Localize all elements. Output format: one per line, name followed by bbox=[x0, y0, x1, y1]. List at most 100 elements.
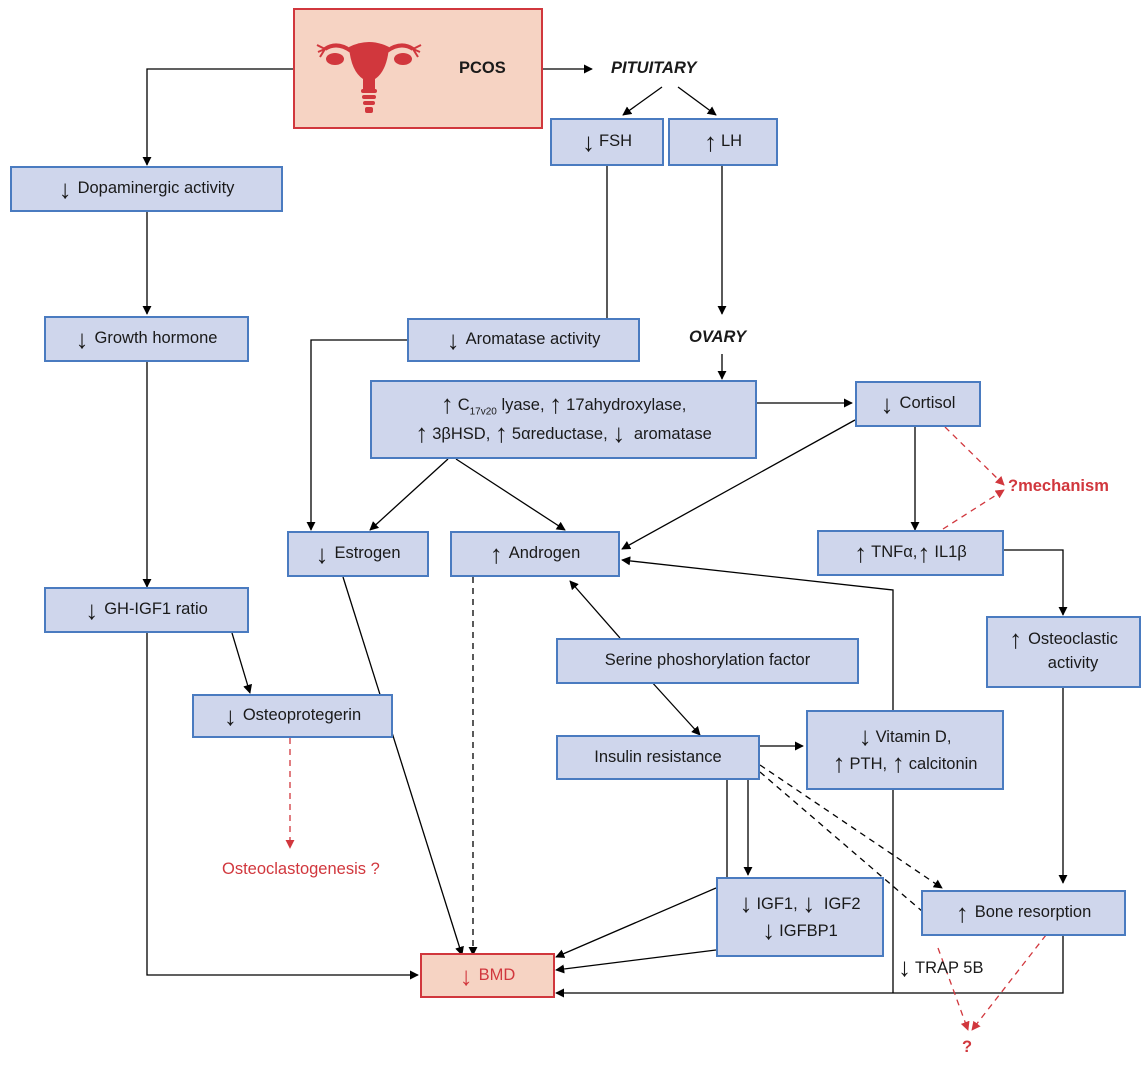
down-arrow-icon: ↓ bbox=[446, 325, 460, 355]
down-arrow-icon: ↓ bbox=[802, 887, 816, 918]
cortisol-box: ↓ Cortisol bbox=[855, 381, 981, 427]
aromatase-activity-label: Aromatase activity bbox=[465, 330, 601, 349]
insulin-resistance-label: Insulin resistance bbox=[594, 747, 722, 766]
down-arrow-icon: ↓ bbox=[739, 887, 753, 918]
serine-label: Serine phoshorylation factor bbox=[604, 651, 811, 670]
igfbp1-label: IGFBP1 bbox=[779, 922, 838, 940]
bmd-box: ↓BMD bbox=[420, 953, 555, 998]
fsh-box: ↓FSH bbox=[550, 118, 664, 166]
osteoprotegerin-box: ↓ Osteoprotegerin bbox=[192, 694, 393, 738]
cortisol-label: Cortisol bbox=[899, 394, 956, 413]
connector-enzymes-estrogen bbox=[369, 458, 449, 531]
dopaminergic-box: ↓Dopaminergic activity bbox=[10, 166, 283, 212]
down-arrow-icon: ↓ bbox=[612, 418, 626, 449]
androgen-label: Androgen bbox=[508, 544, 581, 563]
pth-label: PTH, bbox=[849, 755, 892, 773]
up-arrow-icon: ↑ bbox=[1009, 624, 1023, 654]
vitamin-d-box: ↓Vitamin D, ↑PTH, ↑calcitonin bbox=[806, 710, 1004, 790]
connector-serine-androgen bbox=[569, 580, 621, 639]
tnf-label: TNFα, bbox=[871, 543, 918, 562]
connector-enzymes-androgen bbox=[455, 458, 566, 531]
androgen-box: ↑ Androgen bbox=[450, 531, 620, 577]
vitamin-d-label: Vitamin D, bbox=[875, 727, 952, 746]
connector-trap-question bbox=[937, 947, 970, 1031]
up-arrow-icon: ↑ bbox=[415, 418, 429, 449]
down-arrow-icon: ↓ bbox=[762, 915, 776, 945]
estrogen-box: ↓ Estrogen bbox=[287, 531, 429, 577]
connector-vitd-androgen bbox=[621, 556, 894, 710]
connector-insulin-trap bbox=[759, 771, 945, 931]
connector-tnf-mechanism bbox=[942, 489, 1005, 530]
down-arrow-icon: ↓ bbox=[75, 324, 89, 354]
connector-pituitary-lh bbox=[677, 86, 717, 116]
growth-hormone-box: ↓ Growth hormone bbox=[44, 316, 249, 362]
up-arrow-icon: ↑ bbox=[440, 388, 454, 419]
enzymes-box: ↑C17v20 lyase, ↑17ahydroxylase, ↑3βHSD, … bbox=[370, 380, 757, 459]
up-arrow-icon: ↑ bbox=[489, 539, 503, 569]
down-arrow-icon: ↓ bbox=[858, 720, 872, 751]
serine-box: Serine phoshorylation factor bbox=[556, 638, 859, 684]
up-arrow-icon: ↑ bbox=[891, 748, 905, 778]
osteoclastic-text: Osteoclastic activity bbox=[1028, 628, 1118, 676]
pth-calcitonin-line: ↑PTH, ↑calcitonin bbox=[833, 750, 978, 777]
connector-tnf-osteoclastic bbox=[1004, 549, 1068, 616]
connector-pcos-dopaminergic bbox=[142, 68, 293, 166]
up-arrow-icon: ↑ bbox=[955, 898, 969, 928]
ovary-label: OVARY bbox=[689, 328, 747, 346]
pituitary-label: PITUITARY bbox=[611, 59, 697, 77]
bone-resorption-label: Bone resorption bbox=[974, 903, 1092, 922]
igf-line-2: ↓IGFBP1 bbox=[762, 917, 838, 944]
osteoclastic-line-1: Osteoclastic bbox=[1028, 630, 1118, 649]
up-arrow-icon: ↑ bbox=[549, 388, 563, 419]
uterus-icon bbox=[316, 41, 422, 113]
gh-igf1-ratio-box: ↓GH-IGF1 ratio bbox=[44, 587, 249, 633]
c-label: C bbox=[457, 395, 470, 414]
question-mark-label: ? bbox=[962, 1038, 973, 1056]
estrogen-label: Estrogen bbox=[334, 544, 401, 563]
up-arrow-icon: ↑ bbox=[917, 538, 931, 568]
reductase-label: 5αreductase, bbox=[511, 425, 613, 444]
down-arrow-icon: ↓ bbox=[582, 127, 595, 157]
connector-ghigf1-bmd bbox=[146, 633, 419, 980]
insulin-resistance-box: Insulin resistance bbox=[556, 735, 760, 780]
connector-igf-bmd-2 bbox=[555, 949, 717, 974]
vitamin-d-line: ↓Vitamin D, bbox=[859, 723, 952, 750]
up-arrow-icon: ↑ bbox=[854, 538, 868, 568]
calcitonin-label: calcitonin bbox=[908, 755, 978, 773]
tnf-il1b-box: ↑TNFα, ↑ IL1β bbox=[817, 530, 1004, 576]
dopaminergic-label: Dopaminergic activity bbox=[77, 179, 235, 198]
osteoprotegerin-label: Osteoprotegerin bbox=[242, 706, 362, 725]
bone-resorption-box: ↑ Bone resorption bbox=[921, 890, 1126, 936]
down-arrow-icon: ↓ bbox=[85, 595, 99, 625]
trap-5b-label: ↓TRAP 5B bbox=[898, 954, 983, 980]
down-arrow-icon: ↓ bbox=[315, 539, 329, 569]
enzymes-line-1: ↑C17v20 lyase, ↑17ahydroxylase, bbox=[441, 391, 687, 420]
pcos-box: PCOS bbox=[293, 8, 543, 129]
il1b-label: IL1β bbox=[934, 543, 967, 562]
aromatase-label: aromatase bbox=[629, 425, 712, 444]
connector-cortisol-androgen bbox=[621, 419, 856, 550]
connector-igf-bmd-1 bbox=[555, 887, 717, 958]
down-arrow-icon: ↓ bbox=[898, 952, 911, 982]
fsh-label: FSH bbox=[599, 132, 632, 151]
connector-resorption-question bbox=[971, 934, 1047, 1031]
aromatase-activity-box: ↓ Aromatase activity bbox=[407, 318, 640, 362]
mechanism-label: ?mechanism bbox=[1008, 477, 1109, 495]
igf-box: ↓IGF1, ↓ IGF2 ↓IGFBP1 bbox=[716, 877, 884, 957]
lyase-label: lyase, bbox=[496, 395, 550, 414]
bmd-label: BMD bbox=[478, 965, 516, 984]
down-arrow-icon: ↓ bbox=[880, 389, 894, 419]
hydroxylase-label: 17ahydroxylase, bbox=[566, 395, 687, 414]
up-arrow-icon: ↑ bbox=[832, 748, 846, 778]
connector-aromatase-estrogen bbox=[306, 339, 407, 531]
lh-label: LH bbox=[720, 132, 743, 151]
down-arrow-icon: ↓ bbox=[223, 701, 237, 731]
osteoclastic-activity-box: ↑ Osteoclastic activity bbox=[986, 616, 1141, 688]
hsd-label: 3βHSD, bbox=[432, 425, 495, 444]
lh-box: ↑LH bbox=[668, 118, 778, 166]
up-arrow-icon: ↑ bbox=[703, 127, 717, 157]
growth-hormone-label: Growth hormone bbox=[94, 329, 218, 348]
enzymes-line-2: ↑3βHSD, ↑5αreductase, ↓ aromatase bbox=[415, 420, 712, 448]
igf1-label: IGF1, bbox=[756, 894, 803, 913]
